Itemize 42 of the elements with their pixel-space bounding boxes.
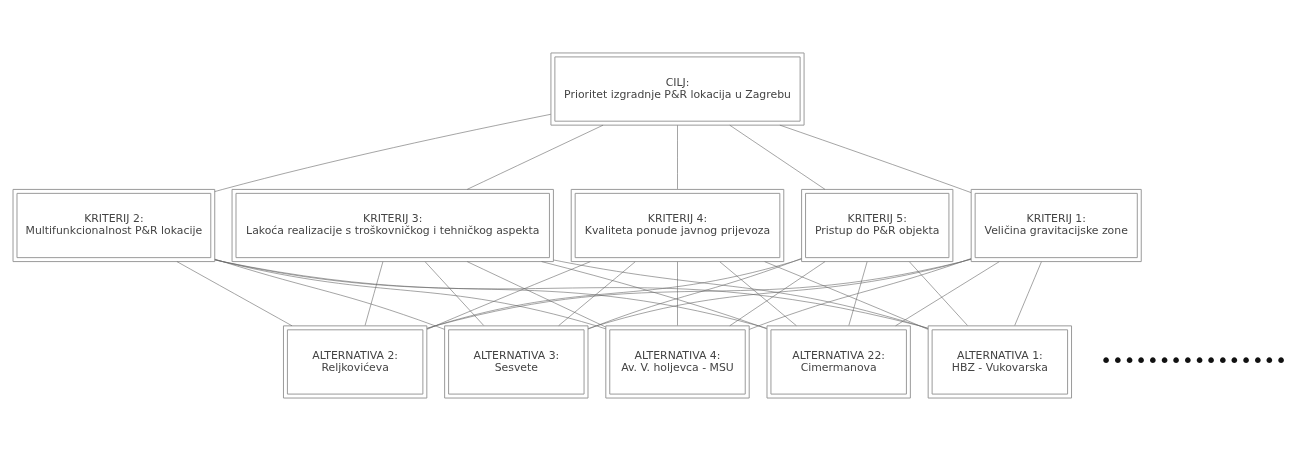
connector [895, 261, 1000, 327]
node-box: KRITERIJ 5: Pristup do P&R objekta [801, 188, 954, 263]
connector [214, 259, 767, 329]
connector [729, 124, 826, 190]
connector [426, 258, 802, 329]
connector [587, 258, 972, 329]
connector [587, 258, 802, 330]
connector [214, 114, 552, 192]
node-box: ALTERNATIVA 22: Cimermanova [766, 325, 911, 399]
connector [176, 261, 293, 327]
node-box: ALTERNATIVA 1: HBZ - Vukovarska [927, 325, 1073, 399]
connector [1014, 261, 1042, 326]
connector [424, 261, 484, 326]
connector [729, 261, 826, 327]
connector [466, 261, 606, 328]
connector [426, 261, 591, 330]
connector [558, 261, 636, 326]
connector [909, 261, 968, 326]
connector [848, 261, 868, 326]
node-box: ALTERNATIVA 3: Sesvete [444, 325, 589, 399]
node-box: ALTERNATIVA 4: Av. V. holjevca - MSU [605, 325, 750, 399]
node-box: KRITERIJ 1: Veličina gravitacijske zone [970, 188, 1142, 263]
connector [214, 259, 607, 330]
connector [779, 124, 972, 193]
node-box: ALTERNATIVA 2: Reljkovićeva [282, 325, 428, 399]
connector [677, 261, 678, 326]
connector [466, 124, 604, 190]
connector [677, 125, 678, 190]
connector [764, 261, 929, 330]
connector [364, 261, 384, 326]
node-box: KRITERIJ 2: Multifunkcionalnost P&R lokacije [12, 188, 216, 263]
connector [214, 259, 929, 329]
label: •••••••••••••••• [1100, 348, 1287, 372]
connector [427, 259, 972, 329]
connector [719, 261, 797, 326]
connector [541, 261, 768, 330]
connector [553, 259, 929, 329]
node-box: KRITERIJ 4: Kvaliteta ponude javnog prijevoza [570, 188, 785, 263]
connector [214, 258, 445, 330]
connector [749, 258, 972, 330]
node-box: CILJ: Prioritet izgradnje P&R lokacija u Zagrebu [550, 52, 805, 126]
node-box: KRITERIJ 3: Lakoća realizacije s troškovničkog i tehničkog aspekta [231, 188, 554, 263]
